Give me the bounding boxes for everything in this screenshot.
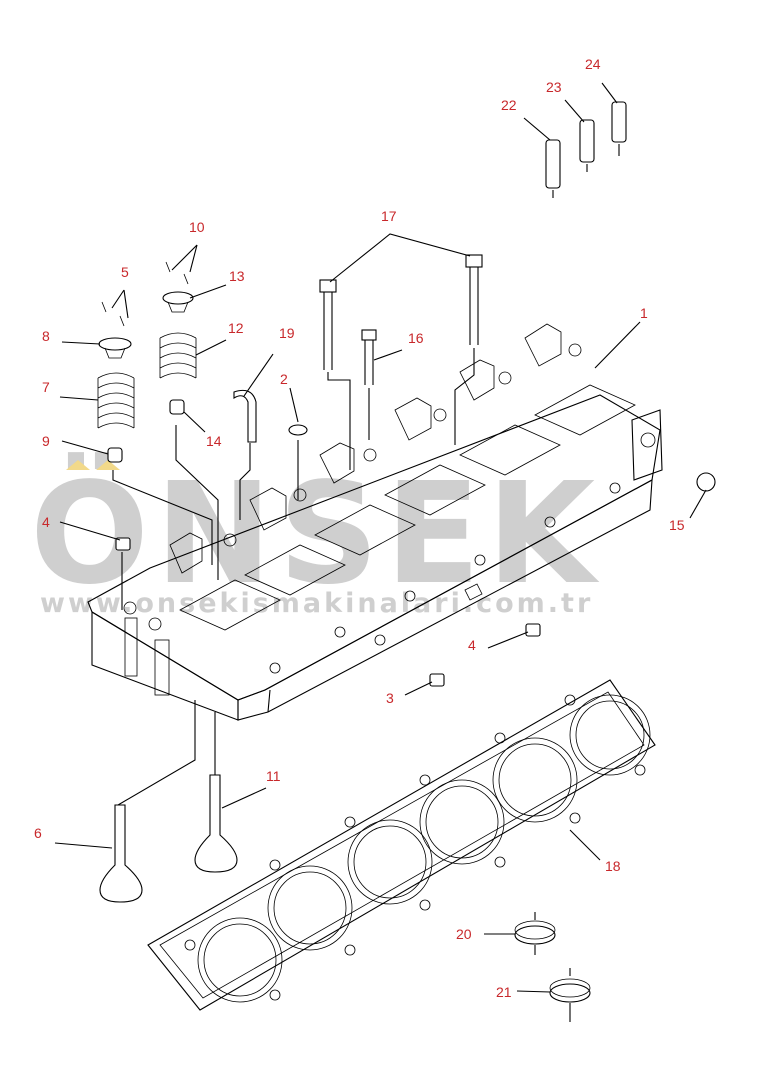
watermark-accent [66, 460, 90, 470]
plug-bolt [115, 537, 541, 687]
plug-cap [696, 472, 716, 492]
sealing-washer [288, 424, 308, 436]
exhaust-valve [99, 804, 143, 903]
callout-21: 21 [496, 984, 512, 1000]
head-bolt-short [361, 329, 377, 385]
valve-spring-inner [159, 332, 197, 379]
spring-retainer-upper [162, 291, 194, 313]
callout-10: 10 [189, 219, 205, 235]
callout-1: 1 [640, 305, 648, 321]
callout-12: 12 [228, 320, 244, 336]
leader-lines [54, 82, 707, 1022]
spring-retainer [98, 337, 132, 359]
callout-2: 2 [280, 371, 288, 387]
intake-valve [194, 774, 238, 873]
callout-13: 13 [229, 268, 245, 284]
valve-stem-seal [107, 399, 185, 463]
watermark: ÖNSEK www.onsekismakinalari.com.tr [30, 451, 595, 619]
callout-9: 9 [42, 433, 50, 449]
cylinder-head [87, 323, 663, 721]
callout-14: 14 [206, 433, 222, 449]
callout-labels: 1 2 3 4 4 5 6 7 8 9 10 11 12 13 14 15 16… [34, 56, 685, 1000]
valve-spring-outer [97, 372, 135, 429]
head-gasket [147, 679, 656, 1011]
callout-7: 7 [42, 379, 50, 395]
callout-3: 3 [386, 690, 394, 706]
callout-22: 22 [501, 97, 517, 113]
callout-5: 5 [121, 264, 129, 280]
watermark-accent [96, 460, 120, 470]
callout-17: 17 [381, 208, 397, 224]
head-bolt-long [319, 254, 483, 370]
breather-tube [233, 389, 257, 443]
valve-collets [101, 261, 189, 327]
callout-6: 6 [34, 825, 42, 841]
callout-4-right: 4 [468, 637, 476, 653]
callout-19: 19 [279, 325, 295, 341]
dowel-pins [545, 101, 627, 189]
callout-20: 20 [456, 926, 472, 942]
callout-8: 8 [42, 328, 50, 344]
callout-18: 18 [605, 858, 621, 874]
callout-15: 15 [669, 517, 685, 533]
callout-24: 24 [585, 56, 601, 72]
seal-rings [514, 920, 591, 1003]
watermark-url: www.onsekismakinalari.com.tr [40, 588, 593, 619]
callout-11: 11 [266, 768, 281, 784]
callout-4-left: 4 [42, 514, 50, 530]
callout-16: 16 [408, 330, 424, 346]
callout-23: 23 [546, 79, 562, 95]
